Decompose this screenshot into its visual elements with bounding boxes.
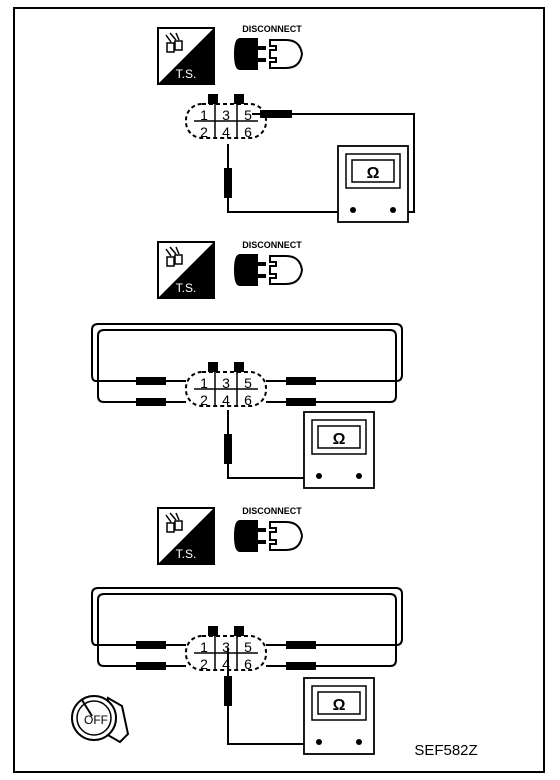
diagram-frame	[13, 7, 545, 773]
ohmmeter-icon: Ω	[303, 411, 375, 489]
test-probe	[286, 641, 316, 649]
disconnect-connector-icon: DISCONNECT	[233, 506, 303, 553]
ignition-switch-off-icon: OFF	[71, 695, 130, 744]
wires	[91, 323, 403, 479]
ohmmeter-icon: Ω	[337, 145, 409, 223]
test-probe	[286, 398, 316, 406]
test-probe	[136, 398, 166, 406]
pin-2: 2	[200, 392, 208, 408]
pin-5: 5	[244, 107, 252, 123]
ohm-symbol: Ω	[333, 431, 346, 448]
troubleshooting-icon: T.S.	[157, 27, 215, 85]
test-probe	[136, 662, 166, 670]
disconnect-label: DISCONNECT	[242, 24, 302, 34]
ts-label: T.S.	[176, 547, 197, 561]
pin-3: 3	[222, 639, 230, 655]
pin-3: 3	[222, 107, 230, 123]
pin-6: 6	[244, 124, 252, 140]
step-2: T.S. DISCONNECT 1 3 5 2 4 6	[91, 240, 403, 489]
pin-5: 5	[244, 375, 252, 391]
test-probe	[286, 377, 316, 385]
step-3: T.S. DISCONNECT 1 3 5 2 4 6	[71, 506, 403, 755]
ts-label: T.S.	[176, 281, 197, 295]
pin-3: 3	[222, 375, 230, 391]
ohm-symbol: Ω	[333, 697, 346, 714]
pin-4: 4	[222, 124, 230, 140]
disconnect-label: DISCONNECT	[242, 240, 302, 250]
pin-6: 6	[244, 656, 252, 672]
test-probe	[136, 377, 166, 385]
ignition-off-label: OFF	[84, 713, 108, 727]
pin-4: 4	[222, 656, 230, 672]
diagram-id-label: SEF582Z	[414, 742, 477, 759]
test-probe	[136, 641, 166, 649]
pin-1: 1	[200, 639, 208, 655]
ohm-symbol: Ω	[367, 165, 380, 182]
disconnect-connector-icon: DISCONNECT	[233, 24, 303, 71]
pin-6: 6	[244, 392, 252, 408]
disconnect-label: DISCONNECT	[242, 506, 302, 516]
pin-5: 5	[244, 639, 252, 655]
test-probe	[224, 168, 232, 198]
test-probe	[286, 662, 316, 670]
ts-label: T.S.	[176, 67, 197, 81]
pin-4: 4	[222, 392, 230, 408]
step-1: T.S. DISCONNECT 1 3 5 2 4 6 Ω	[157, 24, 415, 223]
ohmmeter-icon: Ω	[303, 677, 375, 755]
disconnect-connector-icon: DISCONNECT	[233, 240, 303, 287]
test-probe	[260, 110, 292, 118]
troubleshooting-icon: T.S.	[157, 241, 215, 299]
test-probe	[224, 676, 232, 706]
test-probe	[224, 434, 232, 464]
pin-1: 1	[200, 107, 208, 123]
pin-1: 1	[200, 375, 208, 391]
pin-2: 2	[200, 124, 208, 140]
pin-2: 2	[200, 656, 208, 672]
troubleshooting-icon: T.S.	[157, 507, 215, 565]
